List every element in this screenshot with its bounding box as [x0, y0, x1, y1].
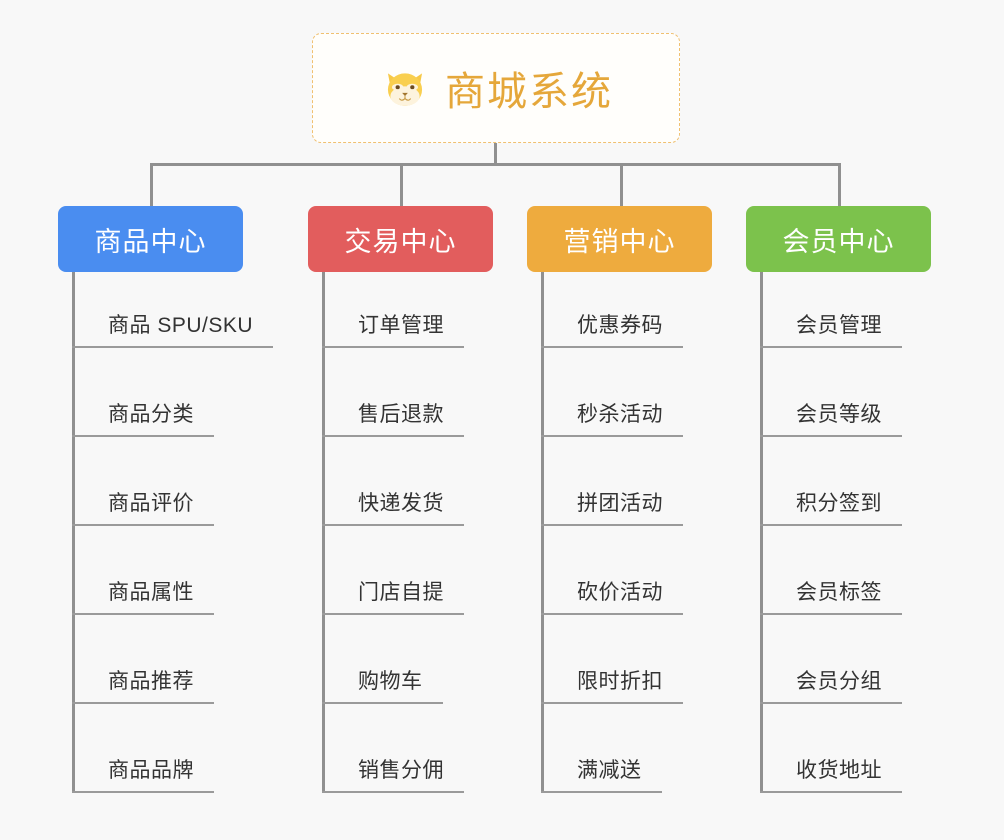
branch-item-underline — [72, 702, 214, 704]
branch-item-label: 拼团活动 — [577, 492, 663, 515]
branch-item-underline — [760, 346, 902, 348]
branch-item[interactable]: 收货地址 — [760, 704, 1004, 793]
branch-item-label: 购物车 — [358, 670, 423, 693]
branch-item-underline — [541, 524, 683, 526]
branch-header-label: 会员中心 — [782, 226, 895, 257]
branch-items-3: 会员管理会员等级积分签到会员标签会员分组收货地址 — [760, 272, 1000, 812]
branch-header-label: 营销中心 — [563, 226, 676, 257]
branch-item-label: 商品 SPU/SKU — [108, 314, 254, 337]
branch-item-underline — [541, 435, 683, 437]
branch-item[interactable]: 商品分类 — [72, 348, 322, 437]
branch-item[interactable]: 会员管理 — [760, 259, 1004, 348]
branch-header-3[interactable]: 会员中心 — [746, 206, 931, 272]
branch-item-underline — [322, 346, 464, 348]
branch-item[interactable]: 快递发货 — [322, 437, 572, 526]
branch-items-2: 优惠券码秒杀活动拼团活动砍价活动限时折扣满减送 — [541, 272, 781, 812]
branch-item-label: 秒杀活动 — [577, 403, 663, 426]
branch-header-0[interactable]: 商品中心 — [58, 206, 243, 272]
branch-item-label: 会员分组 — [796, 670, 882, 693]
branch-item-underline — [72, 613, 214, 615]
branch-item-underline — [72, 791, 214, 793]
branch-item[interactable]: 拼团活动 — [541, 437, 791, 526]
branch-item-label: 会员标签 — [796, 581, 882, 604]
branch-item-label: 门店自提 — [358, 581, 444, 604]
branch-item[interactable]: 优惠券码 — [541, 259, 791, 348]
branch-item-label: 会员管理 — [796, 314, 882, 337]
branch-item[interactable]: 购物车 — [322, 615, 572, 704]
branch-item-label: 商品分类 — [108, 403, 194, 426]
branch-item[interactable]: 砍价活动 — [541, 526, 791, 615]
branch-item-underline — [541, 613, 683, 615]
branch-item-label: 商品推荐 — [108, 670, 194, 693]
branch-item-underline — [72, 435, 214, 437]
branch-item[interactable]: 商品推荐 — [72, 615, 322, 704]
branch-item[interactable]: 订单管理 — [322, 259, 572, 348]
branch-item-label: 快递发货 — [358, 492, 444, 515]
branch-item-underline — [322, 524, 464, 526]
branch-item-label: 售后退款 — [358, 403, 444, 426]
branch-item-label: 商品属性 — [108, 581, 194, 604]
branch-item-underline — [760, 524, 902, 526]
branch-item-label: 销售分佣 — [358, 759, 444, 782]
branch-item-underline — [760, 435, 902, 437]
branch-item-label: 积分签到 — [796, 492, 882, 515]
branch-item-underline — [541, 346, 683, 348]
branch-item-label: 砍价活动 — [577, 581, 663, 604]
connector-drop-1 — [150, 163, 153, 207]
branch-item-label: 商品评价 — [108, 492, 194, 515]
branch-header-1[interactable]: 交易中心 — [308, 206, 493, 272]
branch-header-2[interactable]: 营销中心 — [527, 206, 712, 272]
branch-item[interactable]: 会员分组 — [760, 615, 1004, 704]
branch-item-underline — [322, 613, 464, 615]
branch-item[interactable]: 积分签到 — [760, 437, 1004, 526]
branch-item-underline — [541, 702, 683, 704]
branch-header-label: 商品中心 — [94, 226, 207, 257]
branch-item-label: 商品品牌 — [108, 759, 194, 782]
branch-item[interactable]: 商品品牌 — [72, 704, 322, 793]
branch-item-label: 会员等级 — [796, 403, 882, 426]
connector-drop-4 — [838, 163, 841, 207]
branch-item-underline — [322, 702, 443, 704]
connector-spine — [760, 272, 763, 793]
branch-item[interactable]: 会员等级 — [760, 348, 1004, 437]
branch-item-label: 收货地址 — [796, 759, 882, 782]
shiba-dog-face-icon — [379, 62, 431, 114]
branch-item[interactable]: 会员标签 — [760, 526, 1004, 615]
branch-items-1: 订单管理售后退款快递发货门店自提购物车销售分佣 — [322, 272, 562, 812]
branch-item[interactable]: 秒杀活动 — [541, 348, 791, 437]
branch-item-label: 满减送 — [577, 759, 642, 782]
connector-root-stem — [494, 143, 497, 165]
branch-item-underline — [72, 346, 273, 348]
connector-spine — [322, 272, 325, 793]
branch-item[interactable]: 门店自提 — [322, 526, 572, 615]
branch-item[interactable]: 商品评价 — [72, 437, 322, 526]
branch-item[interactable]: 销售分佣 — [322, 704, 572, 793]
branch-item[interactable]: 限时折扣 — [541, 615, 791, 704]
branch-item-label: 限时折扣 — [577, 670, 663, 693]
branch-items-0: 商品 SPU/SKU 商品分类商品评价商品属性商品推荐商品品牌 — [72, 272, 312, 812]
branch-item-underline — [760, 702, 902, 704]
branch-item-underline — [72, 524, 214, 526]
connector-horizontal-bus — [150, 163, 840, 166]
connector-drop-2 — [400, 163, 403, 207]
branch-header-label: 交易中心 — [344, 226, 457, 257]
connector-spine — [541, 272, 544, 793]
branch-item[interactable]: 商品 SPU/SKU — [72, 259, 322, 348]
branch-item-label: 订单管理 — [358, 314, 444, 337]
branch-item[interactable]: 满减送 — [541, 704, 791, 793]
branch-item-underline — [322, 435, 464, 437]
branch-item[interactable]: 商品属性 — [72, 526, 322, 615]
branch-item-underline — [541, 791, 662, 793]
branch-item-underline — [322, 791, 464, 793]
branch-item-underline — [760, 613, 902, 615]
branch-item-underline — [760, 791, 902, 793]
root-title: 商城系统 — [445, 70, 613, 114]
branch-item[interactable]: 售后退款 — [322, 348, 572, 437]
connector-spine — [72, 272, 75, 793]
branch-item-label: 优惠券码 — [577, 314, 663, 337]
root-node[interactable]: 商城系统 — [312, 33, 680, 143]
connector-drop-3 — [620, 163, 623, 207]
